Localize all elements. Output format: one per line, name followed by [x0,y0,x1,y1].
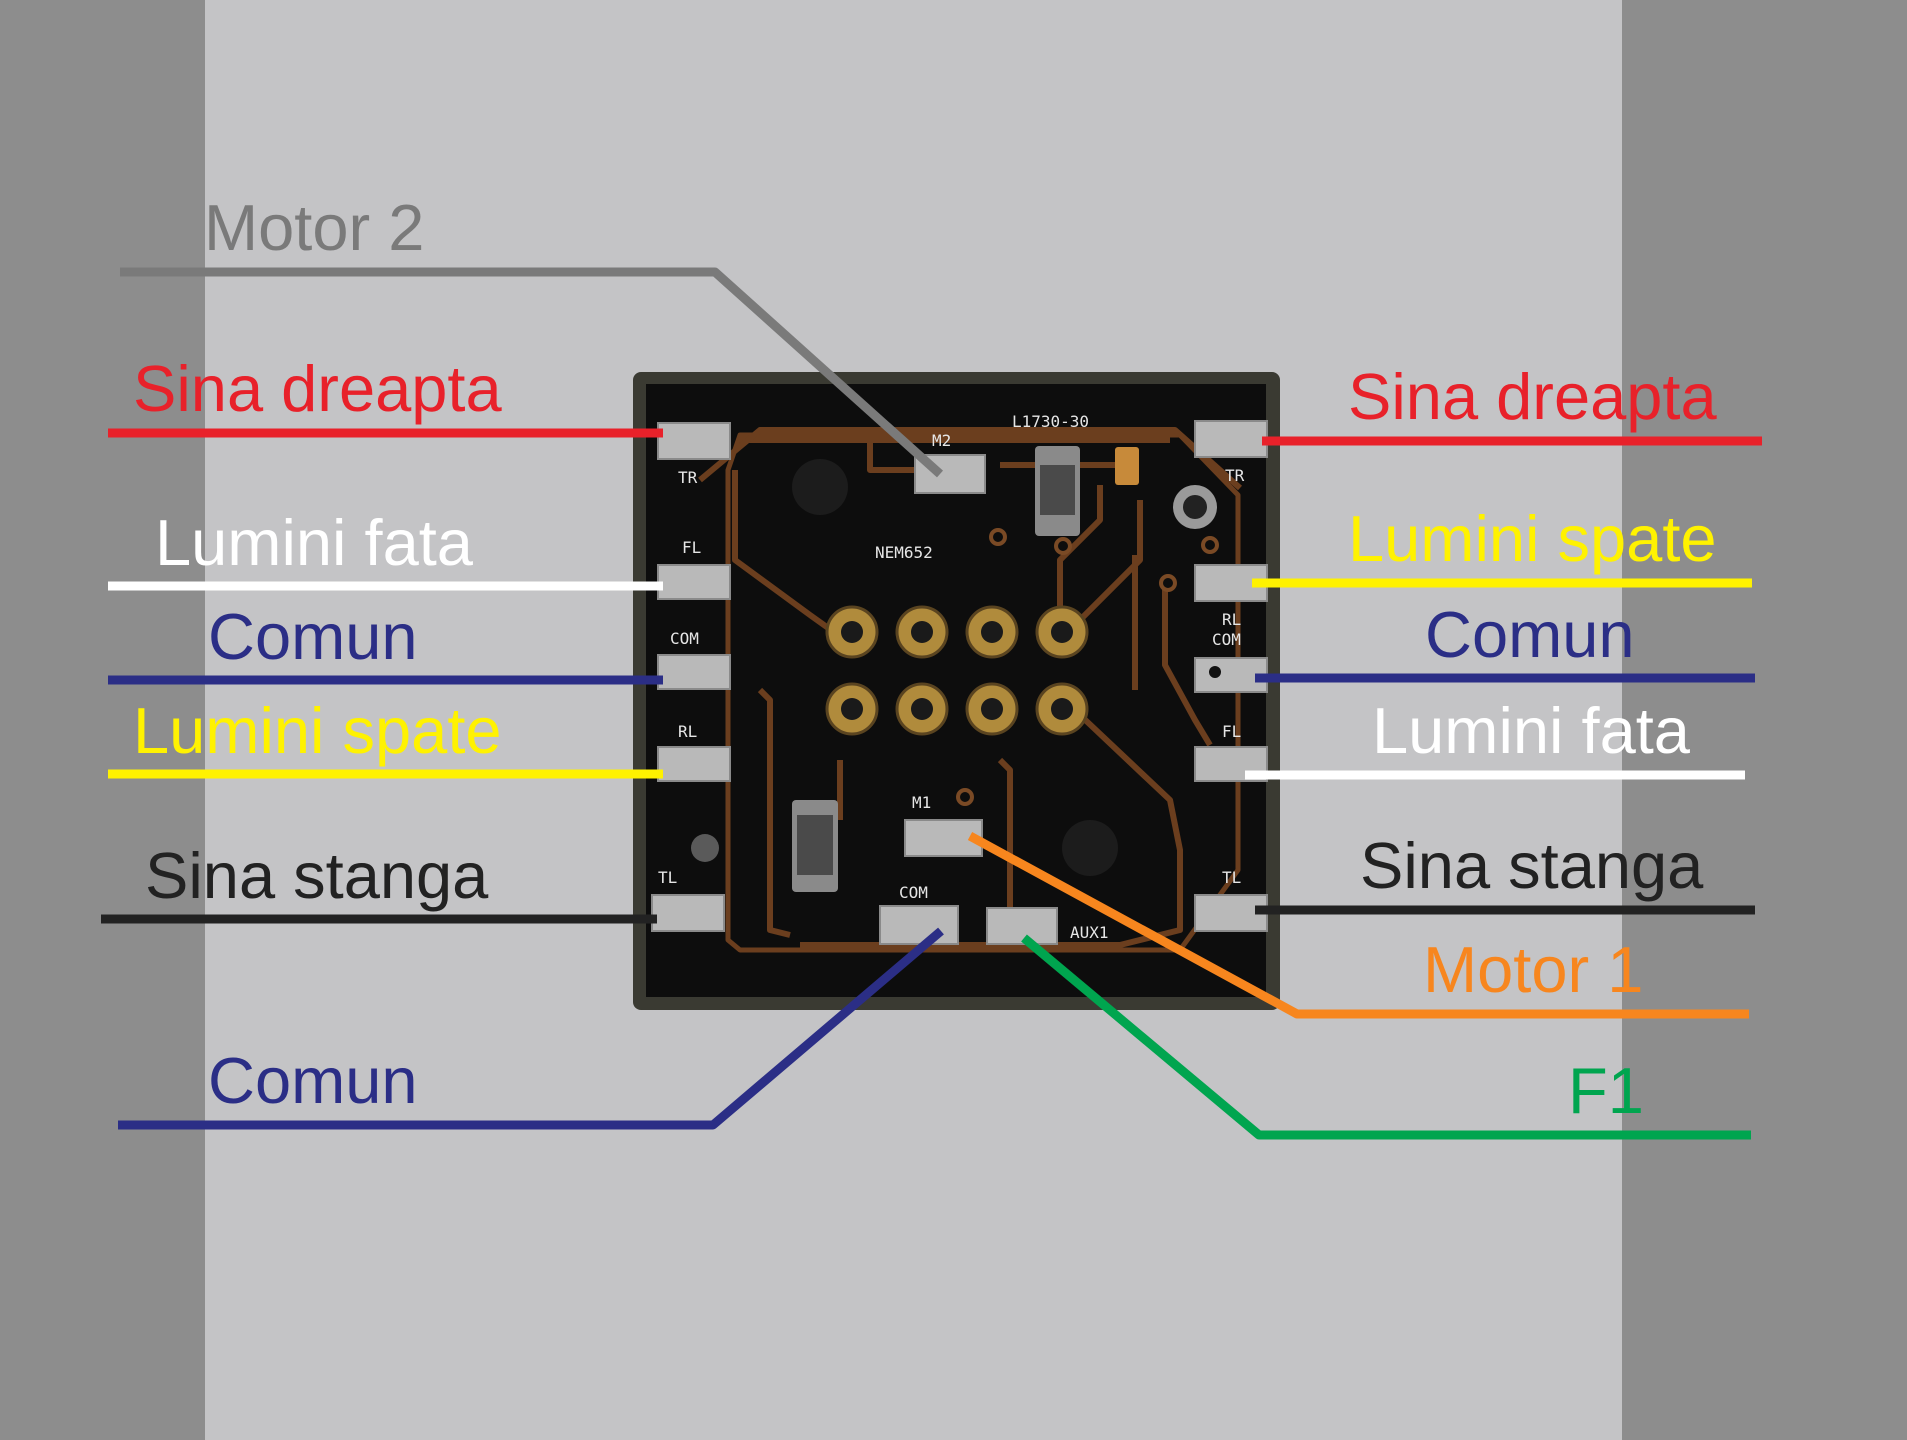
leader-motor2 [120,267,944,478]
silk-tl-left: TL [658,868,677,887]
pad-tl-left [651,894,725,932]
pad-com-left [657,654,731,690]
nem652-socket [825,605,1089,736]
label-right-sina-stanga: Sina stanga [1360,829,1704,902]
silk-com-left: COM [670,629,699,648]
silk-fl-right: FL [1222,722,1241,741]
silk-rl-right: RL [1222,610,1241,629]
pad-rl-left [657,746,731,782]
label-left-lumini-fata: Lumini fata [155,506,474,579]
label-left-sina-dreapta: Sina dreapta [133,352,502,425]
pad-aux1 [986,907,1058,945]
silk-com-right: COM [1212,630,1241,649]
label-right-lumini-fata: Lumini fata [1372,694,1691,767]
background-left-band [0,0,205,1440]
silk-tr-left: TR [678,468,698,487]
silk-tl-right: TL [1222,868,1241,887]
pad-fl-left [657,564,731,600]
silk-tr-right: TR [1225,466,1245,485]
silk-aux1: AUX1 [1070,923,1109,942]
pad-tr-left [657,422,731,460]
pad-com-bottom [879,905,959,945]
label-motor2: Motor 2 [204,191,424,264]
label-left-comun: Comun [208,600,418,673]
background-right-band [1622,0,1907,1440]
label-right-comun: Comun [1425,598,1635,671]
leader-bottom-comun [118,927,944,1130]
capacitor-small [1115,447,1139,485]
pad-tr-right [1194,420,1268,458]
silk-com-bottom: COM [899,883,928,902]
silk-fl-left: FL [682,538,701,557]
silk-ic-label: NEM652 [875,543,933,562]
label-motor1: Motor 1 [1423,933,1643,1006]
label-f1: F1 [1568,1054,1644,1127]
silk-chip-label: L1730-30 [1012,412,1089,431]
label-right-lumini-spate: Lumini spate [1348,502,1717,575]
silk-rl-left: RL [678,722,697,741]
leader-f1 [1021,934,1751,1140]
pcb-board: L1730-30 NEM652 M2 M1 TR FL COM RL TL CO… [633,372,1280,1010]
silk-m1: M1 [912,793,931,812]
label-left-lumini-spate: Lumini spate [133,694,502,767]
label-bottom-comun: Comun [208,1044,418,1117]
label-left-sina-stanga: Sina stanga [145,839,489,912]
label-right-sina-dreapta: Sina dreapta [1348,360,1717,433]
silk-m2: M2 [932,431,951,450]
leader-motor1 [967,832,1749,1019]
